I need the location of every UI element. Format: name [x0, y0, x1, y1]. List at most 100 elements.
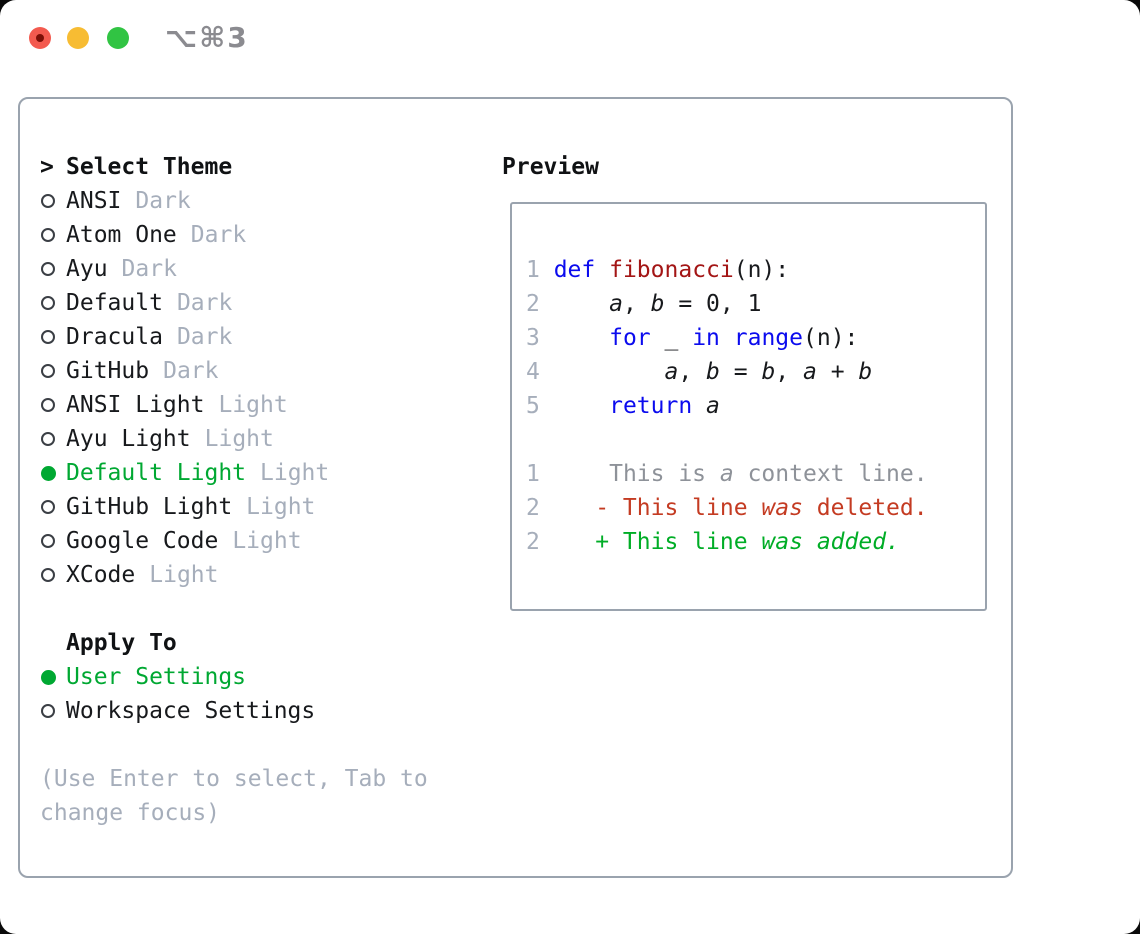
- option-variant: Light: [149, 562, 219, 588]
- spacer: [40, 592, 490, 626]
- theme-option-google-code[interactable]: Google Code Light: [40, 524, 490, 558]
- theme-option-ansi[interactable]: ANSI Dark: [40, 184, 490, 218]
- line-number: 1: [526, 461, 540, 487]
- option-variant: Dark: [135, 188, 191, 214]
- theme-option-default[interactable]: Default Dark: [40, 286, 490, 320]
- radio-marker: [40, 490, 66, 524]
- radio-icon: [41, 500, 55, 514]
- radio-marker: [40, 354, 66, 388]
- line-number: 3: [526, 325, 540, 351]
- hint-line: change focus): [40, 800, 221, 826]
- option-label: Default: [66, 290, 163, 316]
- radio-icon: [41, 432, 55, 446]
- option-label: User Settings: [66, 664, 247, 690]
- apply-option-user-settings[interactable]: User Settings: [40, 660, 490, 694]
- preview-title: Preview: [502, 154, 599, 180]
- option-label: Default Light: [66, 460, 247, 486]
- radio-marker: [40, 558, 66, 592]
- apply-to-header: Apply To: [40, 626, 490, 660]
- radio-marker: [40, 456, 66, 490]
- close-button[interactable]: [29, 27, 51, 49]
- radio-marker: [40, 524, 66, 558]
- record-dot-icon: [36, 34, 44, 42]
- theme-option-dracula[interactable]: Dracula Dark: [40, 320, 490, 354]
- select-theme-title: Select Theme: [66, 154, 233, 180]
- option-label: ANSI: [66, 188, 122, 214]
- radio-marker: [40, 694, 66, 728]
- line-number: 5: [526, 393, 540, 419]
- hint-line: (Use Enter to select, Tab to: [40, 766, 428, 792]
- theme-option-default-light[interactable]: Default Light Light: [40, 456, 490, 490]
- option-variant: Light: [260, 460, 330, 486]
- code-line: 3 for _ in range(n):: [526, 321, 928, 355]
- radio-icon: [41, 398, 55, 412]
- option-variant: Dark: [121, 256, 177, 282]
- option-variant: Dark: [163, 358, 219, 384]
- radio-icon: [41, 330, 55, 344]
- option-label: Ayu Light: [66, 426, 191, 452]
- radio-icon: [41, 534, 55, 548]
- line-number: 2: [526, 495, 540, 521]
- radio-marker: [40, 388, 66, 422]
- option-label: GitHub: [66, 358, 150, 384]
- maximize-button[interactable]: [107, 27, 129, 49]
- radio-icon: [41, 262, 55, 276]
- radio-marker: [40, 660, 66, 694]
- select-theme-header: > Select Theme: [40, 150, 490, 184]
- option-label: Atom One: [66, 222, 177, 248]
- code-line: 4 a, b = b, a + b: [526, 355, 928, 389]
- spacer: [40, 728, 490, 762]
- code-line: 2 a, b = 0, 1: [526, 287, 928, 321]
- theme-option-ayu-light[interactable]: Ayu Light Light: [40, 422, 490, 456]
- line-number: 2: [526, 529, 540, 555]
- code-line: 1 def fibonacci(n):: [526, 253, 928, 287]
- option-label: Ayu: [66, 256, 108, 282]
- cursor-icon: >: [40, 154, 54, 180]
- theme-option-ansi-light[interactable]: ANSI Light Light: [40, 388, 490, 422]
- minimize-button[interactable]: [67, 27, 89, 49]
- option-label: GitHub Light: [66, 494, 233, 520]
- radio-icon: [41, 296, 55, 310]
- apply-option-workspace-settings[interactable]: Workspace Settings: [40, 694, 490, 728]
- radio-marker: [40, 184, 66, 218]
- option-variant: Light: [218, 392, 288, 418]
- line-number: 4: [526, 359, 540, 385]
- option-variant: Dark: [176, 290, 233, 316]
- option-label: Google Code: [66, 528, 219, 554]
- radio-icon: [41, 194, 55, 208]
- theme-option-ayu[interactable]: Ayu Dark: [40, 252, 490, 286]
- line-number: 1: [526, 257, 540, 283]
- code-line: 2 - This line was deleted.: [526, 491, 928, 525]
- option-variant: Light: [246, 494, 316, 520]
- radio-icon: [41, 704, 55, 718]
- titlebar: ⌥⌘3: [0, 0, 1140, 76]
- radio-icon: [41, 364, 55, 378]
- option-label: ANSI Light: [66, 392, 205, 418]
- theme-option-github[interactable]: GitHub Dark: [40, 354, 490, 388]
- keyboard-hint: (Use Enter to select, Tab to change focus…: [40, 762, 490, 830]
- radio-marker: [40, 286, 66, 320]
- radio-selected-icon: [41, 670, 56, 685]
- radio-marker: [40, 422, 66, 456]
- line-number: 2: [526, 291, 540, 317]
- radio-icon: [41, 568, 55, 582]
- theme-option-github-light[interactable]: GitHub Light Light: [40, 490, 490, 524]
- cursor-marker: >: [40, 150, 66, 184]
- option-variant: Light: [204, 426, 274, 452]
- radio-icon: [41, 228, 55, 242]
- radio-selected-icon: [41, 466, 56, 481]
- code-line: [526, 423, 928, 457]
- option-variant: Dark: [176, 324, 233, 350]
- option-variant: Light: [232, 528, 302, 554]
- code-line: 2 + This line was added.: [526, 525, 928, 559]
- option-label: Dracula: [66, 324, 163, 350]
- radio-marker: [40, 320, 66, 354]
